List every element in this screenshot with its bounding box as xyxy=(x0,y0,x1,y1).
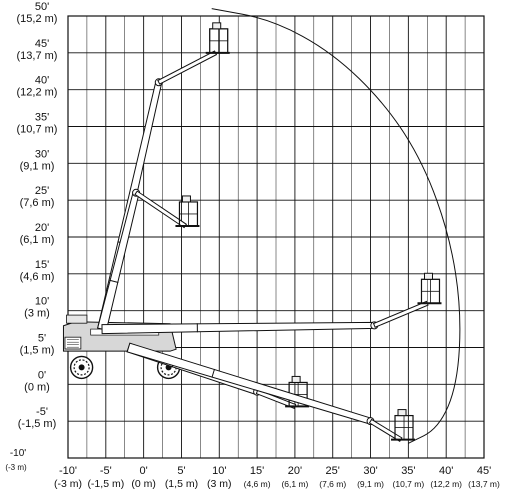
x-tick-label-ft: 20' xyxy=(288,465,302,477)
boom-section xyxy=(126,342,373,425)
y-tick-label-m: (4,6 m) xyxy=(20,271,55,283)
basket xyxy=(417,272,442,305)
boom-joint xyxy=(109,279,119,283)
machine-layer xyxy=(62,22,442,442)
boom-position xyxy=(126,342,403,442)
jib xyxy=(368,418,403,442)
turret xyxy=(66,314,88,324)
x-tick-label-ft: 45' xyxy=(477,465,491,477)
y-tick-label-m: (9,1 m) xyxy=(20,160,55,172)
y-tick-label-m: (1,5 m) xyxy=(20,345,55,357)
y-tick-label-ft: 30' xyxy=(35,148,49,160)
y-tick-label-m: (-1,5 m) xyxy=(18,418,57,430)
boom-joint xyxy=(211,368,216,378)
basket xyxy=(391,409,416,441)
y-axis-labels: 50'(15,2 m) 45'(13,7 m) 40'(12,2 m) 35'(10,… xyxy=(5,1,57,472)
x-tick-label-ft: 25' xyxy=(326,465,340,477)
y-tick-label-ft: 35' xyxy=(35,112,49,124)
jib xyxy=(134,190,188,229)
wheel-hub xyxy=(78,364,85,371)
y-tick-label-m: (10,7 m) xyxy=(17,124,58,136)
jib xyxy=(157,50,218,85)
control-box xyxy=(291,375,301,383)
control-box xyxy=(423,272,433,280)
control-box xyxy=(397,409,407,417)
y-tick-label-ft: 15' xyxy=(35,259,49,271)
y-tick-label-m: (12,2 m) xyxy=(17,87,58,99)
reach-envelope-layer xyxy=(211,8,461,444)
jib xyxy=(372,300,429,328)
boom-position xyxy=(97,188,188,331)
x-axis-labels: -10'(-3 m) -5'(-1,5 m) 0'(0 m) 5'(1,5 m) 10'… xyxy=(54,465,500,490)
x-tick-label-ft: 35' xyxy=(401,465,415,477)
y-tick-label-m: (13,7 m) xyxy=(17,50,58,62)
y-tick-label-ft: 25' xyxy=(35,185,49,197)
y-tick-label-ft: 45' xyxy=(35,38,49,50)
x-tick-label-m: (12,2 m) xyxy=(430,479,462,489)
y-tick-label-m: (-3 m) xyxy=(5,463,27,472)
y-tick-label-ft: 10' xyxy=(35,296,49,308)
y-tick-label-ft: -5' xyxy=(36,406,48,418)
y-tick-label-m: (15,2 m) xyxy=(17,13,58,25)
x-tick-label-ft: -10' xyxy=(59,465,77,477)
boom-position xyxy=(101,300,429,335)
basket xyxy=(175,195,200,227)
x-tick-label-ft: 0' xyxy=(140,465,148,477)
x-tick-label-m: (7,6 m) xyxy=(319,479,346,489)
y-tick-label-m: (0 m) xyxy=(24,381,50,393)
x-tick-label-m: (6,1 m) xyxy=(281,479,308,489)
x-tick-label-m: (10,7 m) xyxy=(393,479,425,489)
reach-envelope xyxy=(211,8,461,444)
y-tick-label-m: (3 m) xyxy=(24,308,50,320)
x-tick-label-ft: 40' xyxy=(439,465,453,477)
x-tick-label-m: (13,7 m) xyxy=(468,479,500,489)
x-tick-label-m: (-1,5 m) xyxy=(87,478,124,490)
y-tick-label-ft: 0' xyxy=(38,369,46,381)
x-tick-label-ft: -5' xyxy=(100,465,112,477)
wheel-tread xyxy=(73,359,90,376)
control-box xyxy=(181,195,191,203)
y-tick-label-ft: 20' xyxy=(35,222,49,234)
basket xyxy=(205,22,230,54)
x-tick-label-m: (4,6 m) xyxy=(244,479,271,489)
x-tick-label-ft: 10' xyxy=(212,465,226,477)
x-tick-label-m: (-3 m) xyxy=(54,478,82,490)
y-tick-label-m: (6,1 m) xyxy=(20,234,55,246)
x-tick-label-m: (3 m) xyxy=(207,478,232,490)
x-tick-label-ft: 15' xyxy=(250,465,264,477)
x-tick-label-m: (1,5 m) xyxy=(165,478,198,490)
engine-grille xyxy=(64,336,82,350)
boom-section xyxy=(97,191,140,331)
y-tick-label-m: (7,6 m) xyxy=(20,197,55,209)
y-tick-label-ft: 40' xyxy=(35,75,49,87)
x-tick-label-ft: 30' xyxy=(363,465,377,477)
y-tick-label-ft: 50' xyxy=(35,1,49,13)
x-tick-label-m: (9,1 m) xyxy=(357,479,384,489)
x-tick-label-ft: 5' xyxy=(177,465,185,477)
y-tick-label-ft: -10' xyxy=(10,448,26,459)
control-box xyxy=(212,22,222,30)
y-tick-label-ft: 5' xyxy=(38,333,46,345)
x-tick-label-m: (0 m) xyxy=(131,478,156,490)
